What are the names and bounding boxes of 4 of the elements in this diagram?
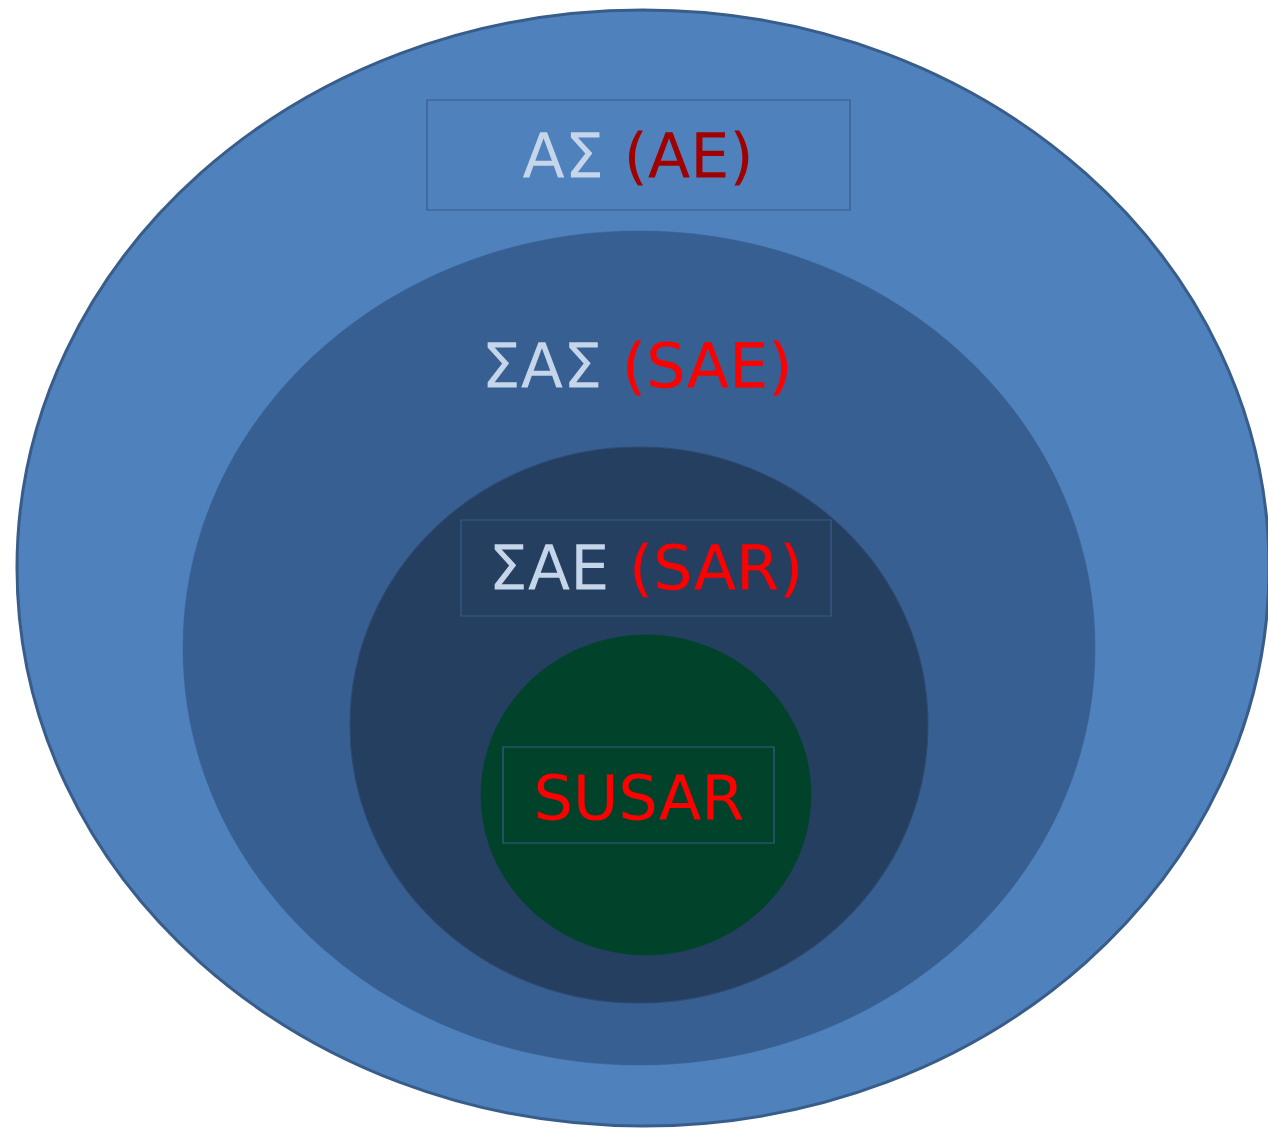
region-label: ΣΑΣ (SAE) bbox=[487, 340, 788, 396]
label-box: ΣΑΕ (SAR) bbox=[460, 519, 832, 617]
label-box: ΑΣ (AE) bbox=[426, 99, 851, 211]
label-box: SUSAR bbox=[502, 746, 775, 844]
